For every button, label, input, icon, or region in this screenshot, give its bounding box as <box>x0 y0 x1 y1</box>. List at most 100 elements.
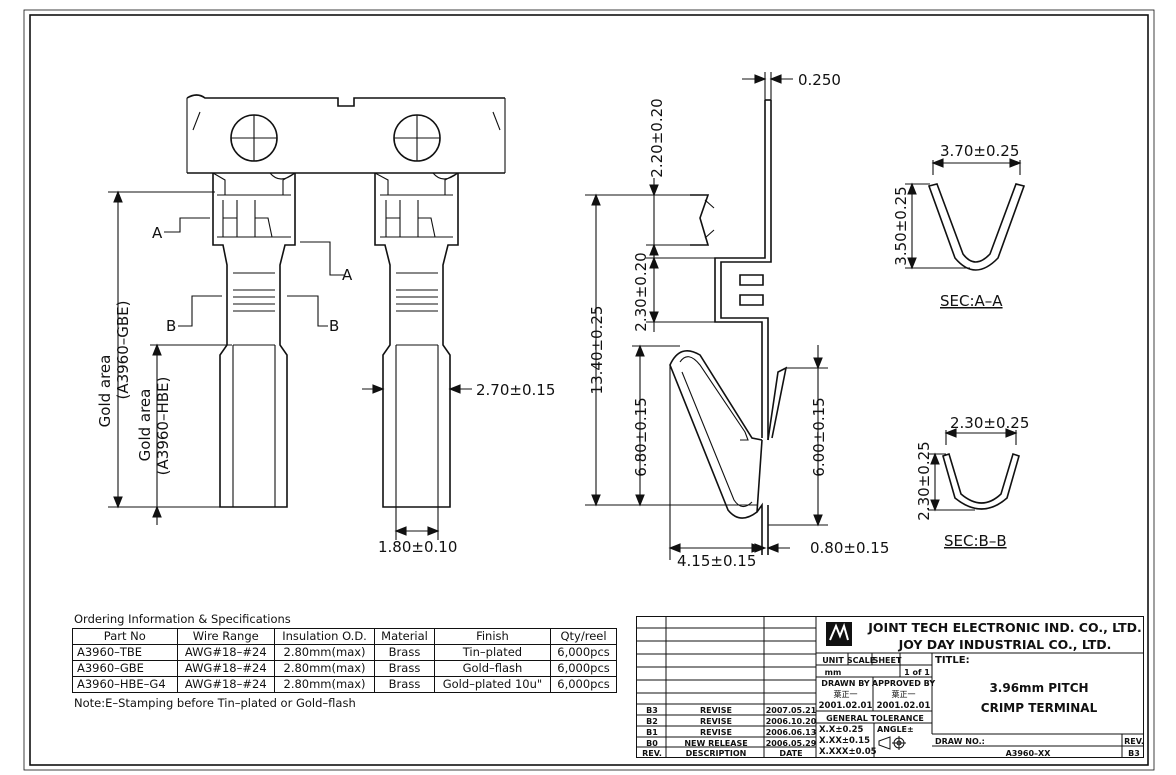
cell-wire-range: AWG#18–#24 <box>176 644 275 661</box>
section-a-a: 3.70±0.25 3.50±0.25 SEC:A–A <box>892 142 1026 310</box>
dim-6-00: 6.00±0.15 <box>810 397 828 476</box>
approved-by-name: 葉正一 <box>891 690 916 699</box>
cell-material: Brass <box>374 644 435 661</box>
front-view-terminals: A A B B Gold area (A3960–GBE) Gold area … <box>96 94 555 556</box>
inner-border <box>29 14 1149 766</box>
cell-part-no: A3960–HBE–G4 <box>72 676 178 693</box>
rev-label: REV. <box>1124 736 1144 746</box>
drawn-by-label: DRAWN BY <box>821 679 870 688</box>
ordering-note: Note:E–Stamping before Tin–plated or Gol… <box>74 696 356 710</box>
company-name-2: JOY DAY INDUSTRIAL CO., LTD. <box>898 636 1112 652</box>
gold-area-hbe-label: Gold area <box>136 389 154 462</box>
rev-row-code: B2 <box>646 717 658 726</box>
dim-4-15: 4.15±0.15 <box>677 552 756 570</box>
outer-border <box>23 9 1155 771</box>
col-material: Material <box>374 628 435 645</box>
dim-2-20: 2.20±0.20 <box>648 98 666 177</box>
table-row: A3960–TBE AWG#18–#24 2.80mm(max) Brass T… <box>72 644 617 661</box>
marker-b-left: B <box>166 317 176 335</box>
dim-0-250: 0.250 <box>798 71 841 89</box>
cell-insulation: 2.80mm(max) <box>273 644 376 661</box>
sheet-label: SHEET <box>872 655 902 665</box>
cell-insulation: 2.80mm(max) <box>273 676 376 693</box>
approved-date: 2001.02.01 <box>876 701 931 711</box>
cell-finish: Gold–plated 10u" <box>433 676 552 693</box>
dim-sec-a-width: 3.70±0.25 <box>940 142 1019 160</box>
tolerance-label: GENERAL TOLERANCE <box>826 713 924 723</box>
cell-part-no: A3960–GBE <box>72 660 178 677</box>
cell-qty: 6,000pcs <box>550 660 617 677</box>
projection-symbol <box>878 736 906 750</box>
marker-b-right: B <box>329 317 339 335</box>
cell-qty: 6,000pcs <box>550 644 617 661</box>
dim-sec-b-height: 2.30±0.25 <box>915 441 933 520</box>
unit-label: UNIT <box>822 655 844 665</box>
rev-row-date: 2006.05.29 <box>765 738 817 748</box>
col-qty: Qty/reel <box>550 628 617 645</box>
dim-6-80: 6.80±0.15 <box>632 397 650 476</box>
side-view: 0.250 2.20±0.20 2.30±0.20 13.40±0.25 <box>585 71 889 570</box>
tolerance-2: X.XX±0.15 <box>819 735 870 746</box>
gold-area-gbe-part: (A3960–GBE) <box>114 300 132 399</box>
section-b-label: SEC:B–B <box>944 532 1007 550</box>
ordering-title: Ordering Information & Specifications <box>74 612 291 626</box>
cell-finish: Tin–plated <box>433 644 552 661</box>
approved-by-label: APPROVED BY <box>871 679 936 688</box>
tolerance-3: X.XXX±0.05 <box>819 747 877 757</box>
title-block: JOINT TECH ELECTRONIC IND. CO., LTD. JOY… <box>636 616 1144 758</box>
drawn-date: 2001.02.01 <box>818 701 873 711</box>
dim-2-30: 2.30±0.20 <box>632 252 650 331</box>
section-a-label: SEC:A–A <box>940 292 1003 310</box>
rev-value: B3 <box>1128 748 1140 758</box>
angle-label: ANGLE± <box>877 725 914 734</box>
rev-row-desc: REVISE <box>699 717 733 726</box>
marker-a-right: A <box>342 266 353 284</box>
rev-row-code: B0 <box>646 738 658 748</box>
scale-label: SCALE <box>846 655 876 665</box>
table-row: A3960–HBE–G4 AWG#18–#24 2.80mm(max) Bras… <box>72 676 617 693</box>
rev-row-date: 2006.06.13 <box>765 728 817 737</box>
ordering-info: Ordering Information & Specifications Pa… <box>72 612 632 710</box>
cell-qty: 6,000pcs <box>550 676 617 693</box>
col-part-no: Part No <box>72 628 178 645</box>
drawing-title-2: CRIMP TERMINAL <box>980 701 1098 715</box>
ordering-header-row: Part No Wire Range Insulation O.D. Mater… <box>72 628 617 645</box>
col-wire-range: Wire Range <box>176 628 275 645</box>
title-label: TITLE: <box>935 654 970 666</box>
rev-row-desc: NEW RELEASE <box>684 738 748 748</box>
dim-0-80: 0.80±0.15 <box>810 539 889 557</box>
company-name-1: JOINT TECH ELECTRONIC IND. CO., LTD. <box>868 619 1142 635</box>
gold-area-hbe-part: (A3960–HBE) <box>154 377 172 476</box>
draw-no-value: A3960–XX <box>1005 748 1051 758</box>
ordering-table: Part No Wire Range Insulation O.D. Mater… <box>72 628 617 693</box>
table-row: A3960–GBE AWG#18–#24 2.80mm(max) Brass G… <box>72 660 617 677</box>
dim-sec-b-width: 2.30±0.25 <box>950 414 1029 432</box>
marker-a-left: A <box>152 224 163 242</box>
rev-row-code: B3 <box>646 706 658 715</box>
date-header: DATE <box>779 749 803 758</box>
rev-row-desc: REVISE <box>699 728 733 737</box>
cell-material: Brass <box>374 660 435 677</box>
cell-finish: Gold–flash <box>433 660 552 677</box>
tolerance-1: X.X±0.25 <box>819 724 864 735</box>
gold-area-gbe-label: Gold area <box>96 355 114 428</box>
title-block-grid <box>636 616 1144 758</box>
desc-header: DESCRIPTION <box>685 749 747 758</box>
dim-2-70: 2.70±0.15 <box>476 381 555 399</box>
rev-row-desc: REVISE <box>699 706 733 715</box>
col-finish: Finish <box>433 628 552 645</box>
rev-row-date: 2007.05.21 <box>765 706 817 715</box>
rev-header: REV. <box>642 749 662 758</box>
dim-13-40: 13.40±0.25 <box>588 306 606 395</box>
dim-1-80: 1.80±0.10 <box>378 538 457 556</box>
rev-row-code: B1 <box>646 728 658 737</box>
unit-value: mm <box>824 667 842 677</box>
section-b-b: 2.30±0.25 2.30±0.25 SEC:B–B <box>915 414 1029 550</box>
cell-part-no: A3960–TBE <box>72 644 178 661</box>
rev-row-date: 2006.10.20 <box>765 717 817 726</box>
drawing-title-1: 3.96mm PITCH <box>989 681 1089 695</box>
cell-material: Brass <box>374 676 435 693</box>
col-insulation: Insulation O.D. <box>273 628 376 645</box>
sheet-value: 1 of 1 <box>904 667 930 677</box>
